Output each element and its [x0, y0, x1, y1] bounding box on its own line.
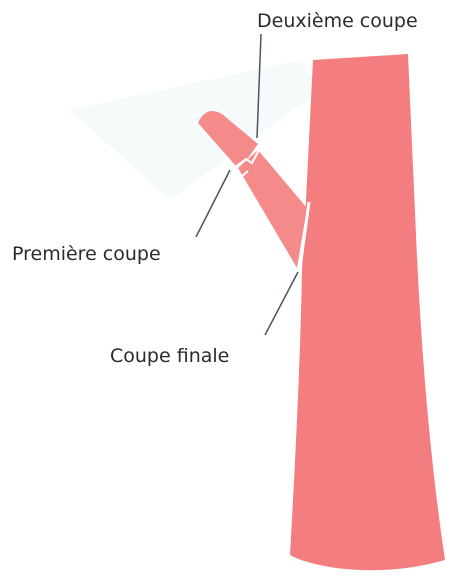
- tree-trunk: [290, 54, 445, 570]
- label-first-cut: Première coupe: [12, 243, 161, 265]
- leader-first-cut: [196, 170, 230, 237]
- leader-final-cut: [265, 272, 298, 335]
- label-final-cut: Coupe finale: [110, 345, 229, 367]
- branch-stub: [238, 150, 307, 268]
- label-second-cut: Deuxième coupe: [257, 10, 418, 32]
